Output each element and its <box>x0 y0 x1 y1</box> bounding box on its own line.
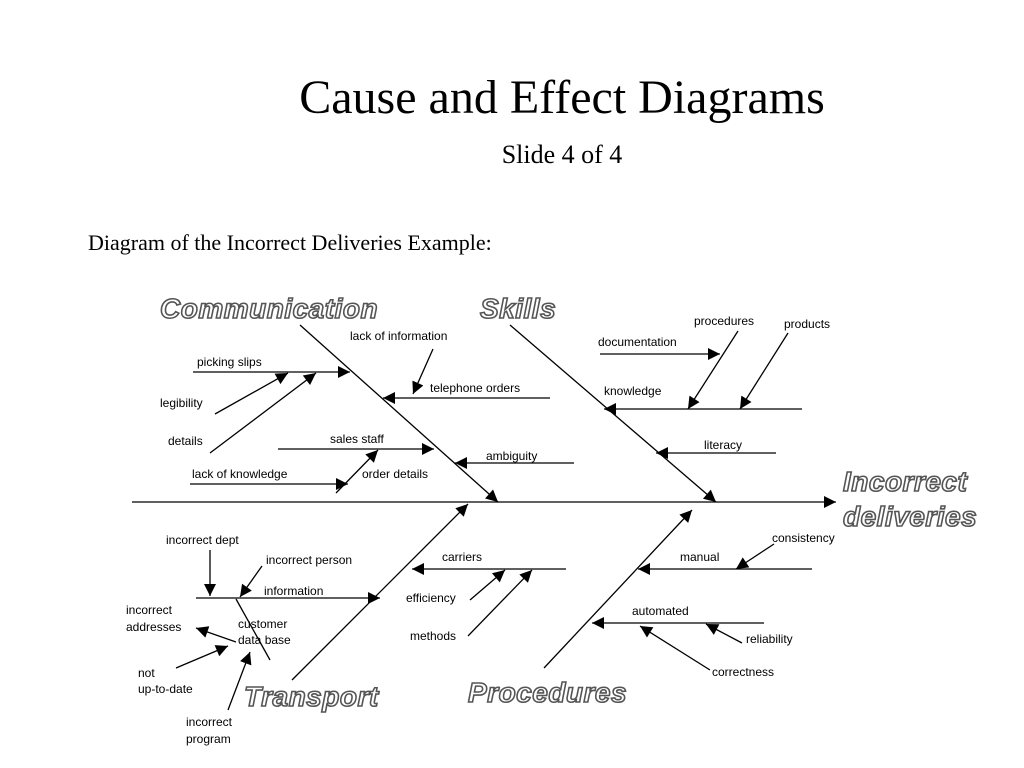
slide-subtitle: Slide 4 of 4 <box>501 140 623 169</box>
skills-bone <box>509 324 717 503</box>
cause-customer-data-base-line1: customer <box>238 617 287 631</box>
cause-methods: methods <box>410 629 456 643</box>
procedures-bone <box>543 509 693 669</box>
legibility-arrow <box>214 372 289 415</box>
cause-correctness: correctness <box>712 665 774 679</box>
cause-incorrect-addresses-line1: incorrect <box>126 603 173 617</box>
correctness-arrow <box>639 625 711 671</box>
transport-bone <box>291 503 469 681</box>
cause-not-up-to-date-line1: not <box>138 666 155 680</box>
cause-efficiency: efficiency <box>406 591 456 605</box>
cause-order-details: order details <box>362 467 428 481</box>
consistency-arrow <box>735 543 775 570</box>
efficiency-arrow <box>469 569 506 601</box>
cause-sales-staff: sales staff <box>330 432 384 446</box>
cause-picking-slips: picking slips <box>197 355 262 369</box>
diagram-intro-text: Diagram of the Incorrect Deliveries Exam… <box>88 230 492 255</box>
reliability-arrow <box>705 623 743 644</box>
cause-incorrect-program-line2: program <box>186 732 231 746</box>
cause-not-up-to-date-line2: up-to-date <box>138 682 193 696</box>
details-arrow <box>209 372 317 454</box>
category-communication: Communication <box>160 293 378 324</box>
cause-procedures: procedures <box>694 314 754 328</box>
procedures-arrow <box>687 330 739 410</box>
methods-arrow <box>467 569 533 637</box>
incorrect-addresses-arrow <box>195 626 237 643</box>
cause-ambiguity: ambiguity <box>486 449 537 463</box>
category-transport: Transport <box>244 681 380 712</box>
cause-lack-of-knowledge: lack of knowledge <box>192 467 288 481</box>
cause-incorrect-person: incorrect person <box>266 553 352 567</box>
cause-telephone-orders: telephone orders <box>430 381 520 395</box>
lack-of-information-arrow <box>412 348 434 395</box>
cause-incorrect-program-line1: incorrect <box>186 715 233 729</box>
cause-carriers: carriers <box>442 550 482 564</box>
customer-data-base-line <box>235 598 271 661</box>
not-up-to-date-arrow <box>175 645 229 669</box>
cause-details: details <box>168 434 203 448</box>
cause-knowledge: knowledge <box>604 384 662 398</box>
cause-lack-of-information: lack of information <box>350 329 447 343</box>
communication-bone <box>299 324 499 503</box>
incorrect-person-arrow <box>239 565 263 598</box>
cause-products: products <box>784 317 830 331</box>
effect-label-line2: deliveries <box>843 501 977 532</box>
category-procedures: Procedures <box>468 677 627 708</box>
cause-reliability: reliability <box>746 632 793 646</box>
cause-customer-data-base-line2: data base <box>238 633 291 647</box>
cause-manual: manual <box>680 550 719 564</box>
cause-information: information <box>264 584 323 598</box>
order-details-arrow <box>335 449 379 494</box>
cause-documentation: documentation <box>598 335 677 349</box>
cause-incorrect-addresses-line2: addresses <box>126 620 181 634</box>
incorrect-program-arrow <box>227 651 252 711</box>
products-arrow <box>739 332 789 410</box>
slide-title: Cause and Effect Diagrams <box>299 71 825 124</box>
cause-literacy: literacy <box>704 438 742 452</box>
cause-incorrect-dept: incorrect dept <box>166 533 239 547</box>
category-skills: Skills <box>480 293 556 324</box>
effect-label-line1: Incorrect <box>843 466 968 497</box>
cause-legibility: legibility <box>160 396 203 410</box>
cause-consistency: consistency <box>772 531 835 545</box>
cause-automated: automated <box>632 604 689 618</box>
